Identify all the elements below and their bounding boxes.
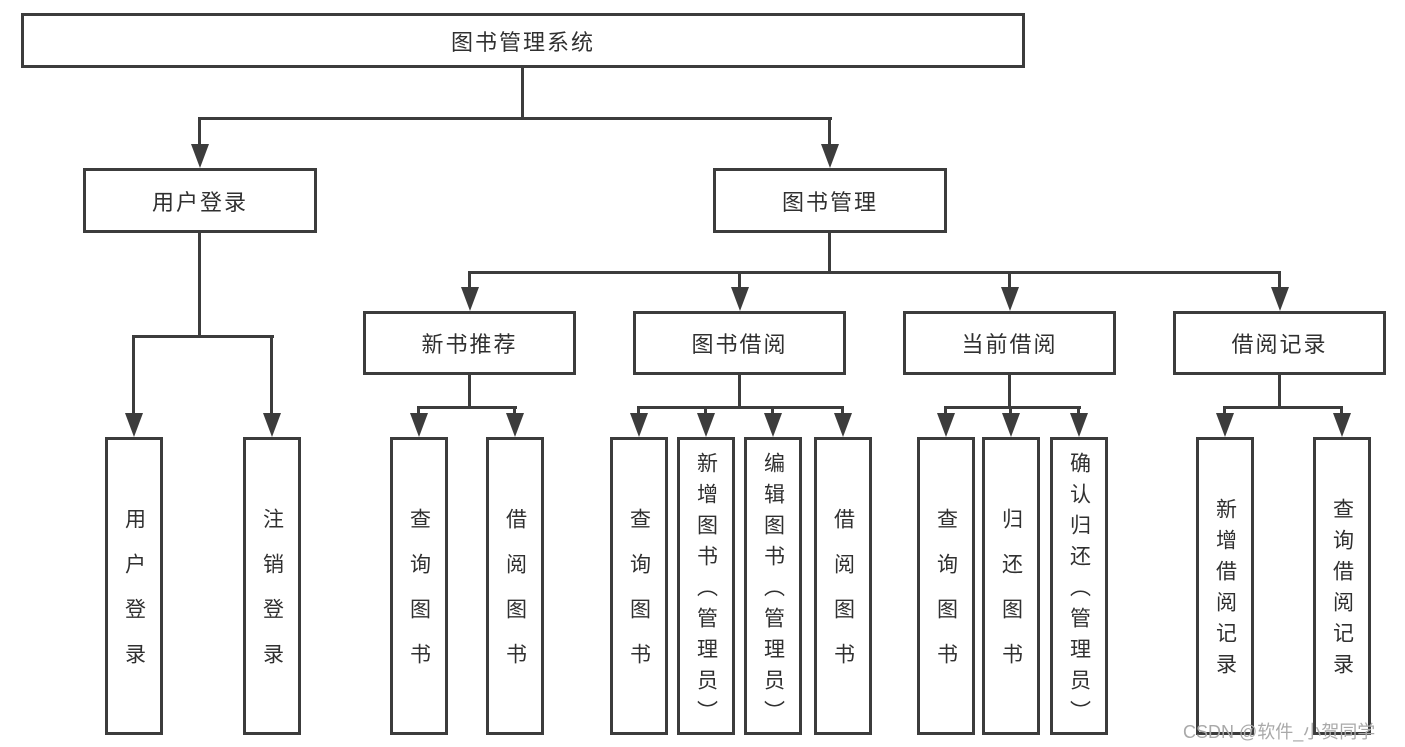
leaf-borrow-books: 借阅图书 bbox=[814, 437, 872, 735]
arrowhead-down bbox=[697, 413, 715, 437]
connector-vline bbox=[417, 406, 420, 416]
csdn-watermark: CSDN @软件_小贺同学 bbox=[1183, 722, 1376, 742]
node-book-management-label: 图书管理 bbox=[781, 189, 878, 215]
node-borrow-records: 借阅记录 bbox=[1173, 311, 1386, 375]
connector-vline bbox=[1077, 406, 1080, 416]
connector-vline bbox=[468, 375, 471, 409]
node-book-borrow: 图书借阅 bbox=[633, 311, 846, 375]
node-borrow-records-label: 借阅记录 bbox=[1231, 332, 1328, 357]
leaf-add-borrow-record-label: 新增借阅记录 bbox=[1213, 498, 1237, 684]
arrowhead-down bbox=[1070, 413, 1088, 437]
connector-vline bbox=[704, 406, 707, 416]
connector-hline bbox=[944, 406, 1081, 409]
arrowhead-down bbox=[1216, 413, 1234, 437]
node-user-login-label: 用户登录 bbox=[151, 189, 248, 215]
node-current-borrow: 当前借阅 bbox=[903, 311, 1116, 375]
leaf-borrow-books-label: 借阅图书 bbox=[831, 508, 855, 688]
connector-vline bbox=[828, 233, 831, 271]
connector-vline bbox=[738, 271, 741, 291]
leaf-logout: 注销登录 bbox=[243, 437, 301, 735]
node-new-book-recommend: 新书推荐 bbox=[363, 311, 576, 375]
connector-vline bbox=[771, 406, 774, 416]
leaf-logout-label: 注销登录 bbox=[260, 508, 284, 688]
arrowhead-down bbox=[937, 413, 955, 437]
leaf-borrow-books-recommend: 借阅图书 bbox=[486, 437, 544, 735]
connector-hline bbox=[198, 117, 832, 120]
connector-vline bbox=[1008, 375, 1011, 409]
arrowhead-down bbox=[630, 413, 648, 437]
leaf-confirm-return-admin-label: 确认归还（管理员） bbox=[1067, 451, 1091, 731]
arrowhead-down bbox=[1002, 413, 1020, 437]
leaf-user-login: 用户登录 bbox=[105, 437, 163, 735]
leaf-query-borrow-record-label: 查询借阅记录 bbox=[1330, 498, 1354, 684]
leaf-user-login-label: 用户登录 bbox=[122, 508, 146, 688]
leaf-query-books-current: 查询图书 bbox=[917, 437, 975, 735]
arrowhead-down bbox=[1333, 413, 1351, 437]
connector-vline bbox=[521, 68, 524, 117]
connector-vline bbox=[637, 406, 640, 416]
connector-vline bbox=[270, 335, 273, 415]
leaf-query-books-current-label: 查询图书 bbox=[934, 508, 958, 688]
arrowhead-down bbox=[410, 413, 428, 437]
node-user-login: 用户登录 bbox=[83, 168, 317, 233]
arrowhead-down bbox=[125, 413, 143, 437]
leaf-add-borrow-record: 新增借阅记录 bbox=[1196, 437, 1254, 735]
connector-vline bbox=[1009, 406, 1012, 416]
leaf-query-books-recommend-label: 查询图书 bbox=[407, 508, 431, 688]
connector-hline bbox=[417, 406, 517, 409]
arrowhead-down bbox=[834, 413, 852, 437]
arrowhead-down bbox=[821, 144, 839, 168]
leaf-return-books: 归还图书 bbox=[982, 437, 1040, 735]
connector-vline bbox=[1278, 375, 1281, 409]
connector-vline bbox=[1223, 406, 1226, 416]
arrowhead-down bbox=[731, 287, 749, 311]
connector-hline bbox=[468, 271, 1281, 274]
leaf-add-book-admin-label: 新增图书（管理员） bbox=[694, 451, 718, 731]
connector-vline bbox=[198, 117, 201, 146]
arrowhead-down bbox=[191, 144, 209, 168]
arrowhead-down bbox=[506, 413, 524, 437]
leaf-borrow-books-recommend-label: 借阅图书 bbox=[503, 508, 527, 688]
connector-vline bbox=[1008, 271, 1011, 291]
connector-vline bbox=[132, 335, 135, 415]
leaf-query-borrow-record: 查询借阅记录 bbox=[1313, 437, 1371, 735]
leaf-edit-book-admin-label: 编辑图书（管理员） bbox=[761, 451, 785, 731]
leaf-add-book-admin: 新增图书（管理员） bbox=[677, 437, 735, 735]
leaf-confirm-return-admin: 确认归还（管理员） bbox=[1050, 437, 1108, 735]
leaf-edit-book-admin: 编辑图书（管理员） bbox=[744, 437, 802, 735]
node-root: 图书管理系统 bbox=[21, 13, 1025, 68]
connector-vline bbox=[828, 117, 831, 146]
leaf-query-books-recommend: 查询图书 bbox=[390, 437, 448, 735]
arrowhead-down bbox=[1001, 287, 1019, 311]
node-root-label: 图书管理系统 bbox=[450, 29, 595, 55]
connector-vline bbox=[198, 233, 201, 335]
node-current-borrow-label: 当前借阅 bbox=[961, 332, 1058, 357]
arrowhead-down bbox=[1271, 287, 1289, 311]
connector-vline bbox=[841, 406, 844, 416]
connector-vline bbox=[513, 406, 516, 416]
connector-vline bbox=[944, 406, 947, 416]
node-book-management: 图书管理 bbox=[713, 168, 947, 233]
connector-vline bbox=[1278, 271, 1281, 291]
connector-vline bbox=[468, 271, 471, 291]
node-new-book-recommend-label: 新书推荐 bbox=[421, 332, 518, 357]
arrowhead-down bbox=[461, 287, 479, 311]
connector-vline bbox=[1340, 406, 1343, 416]
arrowhead-down bbox=[764, 413, 782, 437]
arrowhead-down bbox=[263, 413, 281, 437]
connector-hline bbox=[132, 335, 274, 338]
leaf-return-books-label: 归还图书 bbox=[999, 508, 1023, 688]
connector-hline bbox=[1223, 406, 1343, 409]
leaf-query-books-borrow-label: 查询图书 bbox=[627, 508, 651, 688]
connector-vline bbox=[738, 375, 741, 409]
leaf-query-books-borrow: 查询图书 bbox=[610, 437, 668, 735]
connector-hline bbox=[637, 406, 844, 409]
node-book-borrow-label: 图书借阅 bbox=[691, 332, 788, 357]
